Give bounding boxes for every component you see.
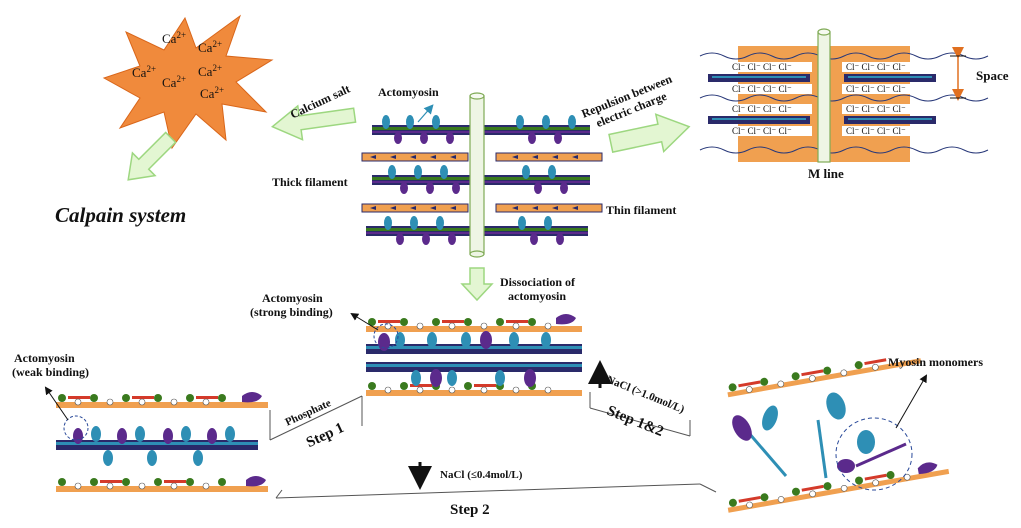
step12-label: Step 1&2: [605, 403, 666, 440]
myosin-heads: [382, 115, 576, 245]
thin-filament-label: Thin filament: [606, 203, 676, 217]
strong-binding-label-1: Actomyosin: [262, 291, 323, 305]
chloride-row: Cl⁻ Cl⁻ Cl⁻ Cl⁻: [846, 104, 906, 114]
step1-label: Step 1: [304, 420, 347, 451]
strong-binding-filaments: [350, 312, 582, 396]
calcium-ions: Ca2+ Ca2+ Ca2+ Ca2+ Ca2+ Ca2+: [132, 30, 224, 101]
ca-charge: 2+: [212, 63, 222, 73]
actomyosin-label: Actomyosin: [378, 85, 439, 99]
chloride-row: Cl⁻ Cl⁻ Cl⁻ Cl⁻: [732, 126, 792, 136]
ca-charge: 2+: [176, 74, 186, 84]
actomyosin-pointer: [417, 104, 434, 123]
thin-filament: [361, 152, 603, 213]
chloride-row: Cl⁻ Cl⁻ Cl⁻ Cl⁻: [732, 62, 792, 72]
myosin-monomers-label: Myosin monomers: [888, 355, 983, 369]
ca-ion: Ca2+: [162, 74, 186, 90]
space-label: Space: [976, 68, 1009, 83]
m-line-label: M line: [808, 166, 844, 181]
arrow-calcium-salt: [270, 104, 357, 141]
step2-label: Step 2: [450, 502, 490, 518]
chloride-row: Cl⁻ Cl⁻ Cl⁻ Cl⁻: [846, 126, 906, 136]
phosphate-label: Phosphate: [284, 397, 333, 429]
ca-ion: Ca2+: [162, 30, 186, 46]
ca-base: Ca: [132, 65, 147, 80]
ca-ion: Ca2+: [132, 64, 156, 80]
myosin-monomers: [727, 358, 950, 513]
step12-bracket: [589, 392, 691, 437]
ca-base: Ca: [198, 64, 213, 79]
step1-bracket: [269, 395, 363, 441]
weak-binding-label-2: (weak binding): [12, 365, 89, 379]
strong-binding-label-2: (strong binding): [250, 305, 333, 319]
m-line-cylinder: [469, 92, 485, 258]
chloride-row: Cl⁻ Cl⁻ Cl⁻ Cl⁻: [732, 84, 792, 94]
step2-bracket: [275, 483, 717, 499]
arrow-repulsion: [608, 113, 691, 154]
chloride-row: Cl⁻ Cl⁻ Cl⁻ Cl⁻: [732, 104, 792, 114]
ca-charge: 2+: [146, 64, 156, 74]
chloride-labels: Cl⁻ Cl⁻ Cl⁻ Cl⁻ Cl⁻ Cl⁻ Cl⁻ Cl⁻ Cl⁻ Cl⁻ …: [732, 62, 906, 136]
nacl-low-label: NaCl (≤0.4mol/L): [440, 469, 523, 481]
repulsion-panel: [699, 28, 989, 163]
ca-base: Ca: [198, 40, 213, 55]
dissociation-label-2: actomyosin: [508, 289, 566, 303]
thick-filament-label: Thick filament: [272, 175, 348, 189]
ca-charge: 2+: [212, 39, 222, 49]
center-sarcomere: [361, 92, 603, 258]
ca-charge: 2+: [176, 30, 186, 40]
ca-base: Ca: [162, 75, 177, 90]
chloride-row: Cl⁻ Cl⁻ Cl⁻ Cl⁻: [846, 62, 906, 72]
ca-ion: Ca2+: [198, 39, 222, 55]
weak-binding-filaments: [44, 386, 268, 492]
calpain-system-label: Calpain system: [55, 203, 186, 227]
arrow-to-calpain: [127, 131, 177, 181]
ca-base: Ca: [162, 31, 177, 46]
arrow-dissociation: [460, 267, 494, 302]
ca-charge: 2+: [214, 85, 224, 95]
ca-ion: Ca2+: [200, 85, 224, 101]
chloride-row: Cl⁻ Cl⁻ Cl⁻ Cl⁻: [846, 84, 906, 94]
dissociation-label-1: Dissociation of: [500, 275, 576, 289]
weak-binding-label-1: Actomyosin: [14, 351, 75, 365]
ca-base: Ca: [200, 86, 215, 101]
ca-ion: Ca2+: [198, 63, 222, 79]
calcium-burst: [102, 14, 274, 150]
